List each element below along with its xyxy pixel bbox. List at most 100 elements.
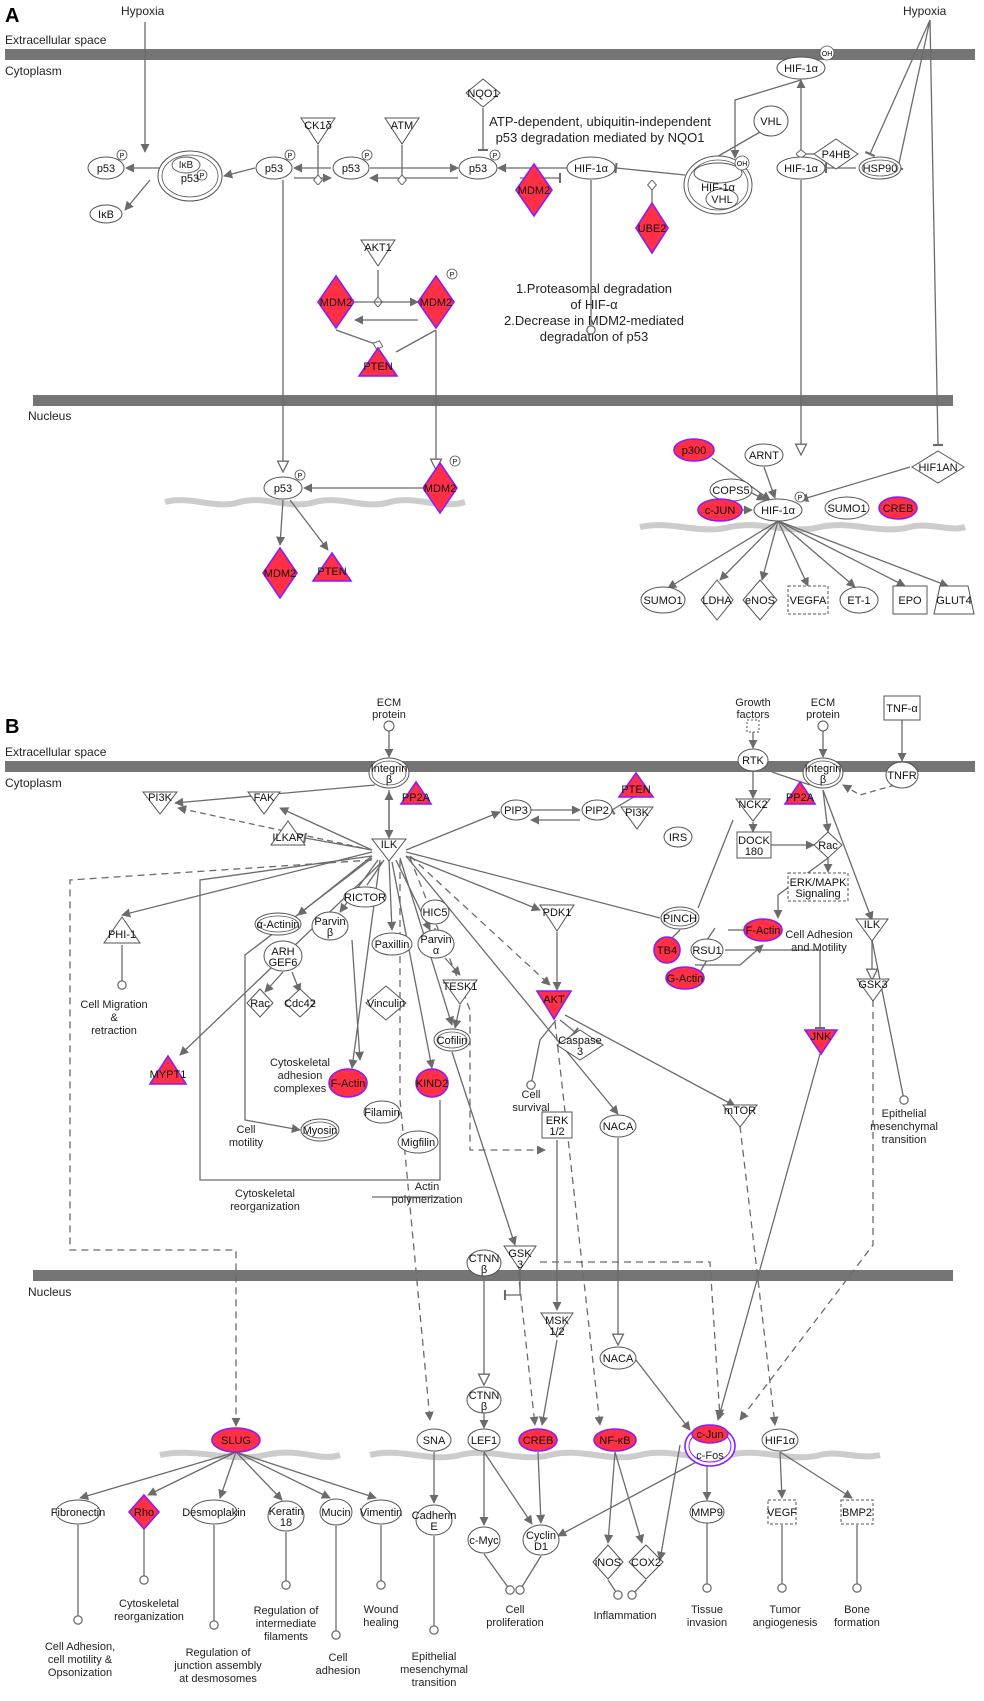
node-ecm1-label-0: ECM <box>377 697 401 709</box>
cfos-label: c-Fos <box>696 1450 724 1462</box>
panel-a-extracellular-label: Extracellular space <box>5 33 107 47</box>
node-bmp2-label: BMP2 <box>842 1507 872 1519</box>
node-ecm2-label-0: ECM <box>811 697 835 709</box>
node-p300: p300 <box>673 438 715 462</box>
phospho-mark: P <box>288 153 293 160</box>
node-pten_b: PTEN <box>617 771 655 798</box>
node-tb4-label: TB4 <box>657 945 677 957</box>
node-arnt-label: ARNT <box>749 450 779 462</box>
hydroxyl-mark: OH <box>822 51 833 58</box>
node-hif1a_nuc: HIF-1αP <box>753 491 806 522</box>
node-pip2: PIP2 <box>581 799 613 821</box>
node-parvinb-sublabel: β <box>327 927 333 939</box>
node-parvina-label: Parvin <box>420 934 451 946</box>
node-rac2: Rac <box>246 988 274 1018</box>
node-mtor: mTOR <box>721 1104 759 1128</box>
node-lef1: LEF1 <box>467 1428 501 1452</box>
process-label-tissue_inv-0: Tissue <box>691 1604 723 1616</box>
node-paxillin-label: Paxillin <box>375 939 410 951</box>
node-erk12-label: ERK <box>546 1115 569 1127</box>
node-rictor: RICTOR <box>343 886 387 908</box>
node-mdm2_a1-label: MDM2 <box>518 185 550 197</box>
hypoxia-left-label: Hypoxia <box>121 4 165 18</box>
node-rac1-label: Rac <box>818 840 838 852</box>
node-vegfa: VEGFA <box>787 585 829 615</box>
node-nqo1-label: NQO1 <box>467 88 498 100</box>
node-p53_nuc-label: p53 <box>274 483 292 495</box>
node-rsu1-label: RSU1 <box>692 945 721 957</box>
node-jnk-label: JNK <box>811 1031 832 1043</box>
node-ecm1-label-1: protein <box>372 709 406 721</box>
node-rtk: RTK <box>737 748 769 772</box>
node-msk12-label: MSK <box>545 1315 570 1327</box>
node-hif1a_oh-label: HIF-1α <box>784 63 819 75</box>
node-pten_a2-label: PTEN <box>317 566 346 578</box>
process-label-emt_1-1: mesenchymal <box>870 1121 938 1133</box>
node-rictor-label: RICTOR <box>344 892 386 904</box>
node-naca_1: NACA <box>599 1114 637 1138</box>
node-fibronectin: Fibronectin <box>51 1499 105 1525</box>
node-mdm2_a2-label: MDM2 <box>320 297 352 309</box>
node-pten_b-label: PTEN <box>621 784 650 796</box>
node-ilk2: ILK <box>855 918 889 942</box>
node-p53_a2-label: p53 <box>265 163 283 175</box>
node-mucin-label: Mucin <box>321 1507 350 1519</box>
phospho-mark: P <box>493 153 498 160</box>
node-inos-label: iNOS <box>595 1557 621 1569</box>
panel-b-plasma-membrane <box>5 761 975 772</box>
node-erkmapk-label: ERK/MAPK <box>790 877 848 889</box>
node-slug: SLUG <box>211 1427 261 1453</box>
node-arhgef6-sublabel: GEF6 <box>269 957 298 969</box>
process-label-cell_prolif-1: proliferation <box>486 1617 543 1629</box>
node-phi1-label: PHI-1 <box>108 929 136 941</box>
node-pip3-label: PIP3 <box>504 805 528 817</box>
panel-a-nucleus-label: Nucleus <box>28 409 71 423</box>
process-label-cell_adh_mot-1: and Motility <box>791 942 847 954</box>
process-label-cell_survival-0: Cell <box>522 1089 541 1101</box>
node-gsk3_2-sublabel: 3 <box>517 1259 523 1271</box>
phospho-mark: P <box>450 272 455 279</box>
phospho-mark: P <box>200 173 205 180</box>
phospho-mark: P <box>798 495 803 502</box>
process-label-cyto_reorg_1-1: reorganization <box>230 1201 300 1213</box>
dna-strand-a1 <box>164 497 466 508</box>
process-label-cyto_reorg_2-1: reorganization <box>114 1611 184 1623</box>
node-tesk1: TESK1 <box>442 979 478 1005</box>
node-rho-label: Rho <box>134 1507 154 1519</box>
dna-strand-b1 <box>159 1449 341 1461</box>
node-sna-label: SNA <box>423 1435 446 1447</box>
process-label-cell_adh_opso-0: Cell Adhesion, <box>45 1641 115 1653</box>
node-migfilin: Migfilin <box>397 1130 439 1154</box>
process-label-emt_2-2: transition <box>412 1677 457 1689</box>
node-akt_b-label: AKT <box>543 994 565 1006</box>
node-ecm2-label-1: protein <box>806 709 840 721</box>
node-integrin1-sublabel: β <box>386 774 392 786</box>
node-pten_a1-label: PTEN <box>363 361 392 373</box>
note-nqo1-line-2: p53 degradation mediated by NQO1 <box>496 130 705 145</box>
node-glut4: GLUT4 <box>933 585 975 615</box>
node-pp2a_2: PP2A <box>783 780 817 805</box>
node-vhl-label: VHL <box>760 116 781 128</box>
node-hif1a_vhl-label: HIF-1α <box>701 182 736 194</box>
node-atm-label: ATM <box>391 120 413 132</box>
process-label-emt_1-2: transition <box>882 1134 927 1146</box>
node-pinch: PINCH <box>660 906 700 930</box>
process-label-cell_adh_mot-0: Cell Adhesion <box>785 929 852 941</box>
node-ctnnb_1-sublabel: β <box>481 1264 487 1276</box>
node-nfkb: NF-κB <box>593 1428 637 1452</box>
node-cox2-label: COX2 <box>631 1557 661 1569</box>
node-mdm2_a4-label: MDM2 <box>424 483 456 495</box>
node-cadherin-sublabel: E <box>430 1521 437 1533</box>
node-myosin: Myosin <box>300 1118 340 1142</box>
node-dock180-label: DOCK <box>738 835 770 847</box>
